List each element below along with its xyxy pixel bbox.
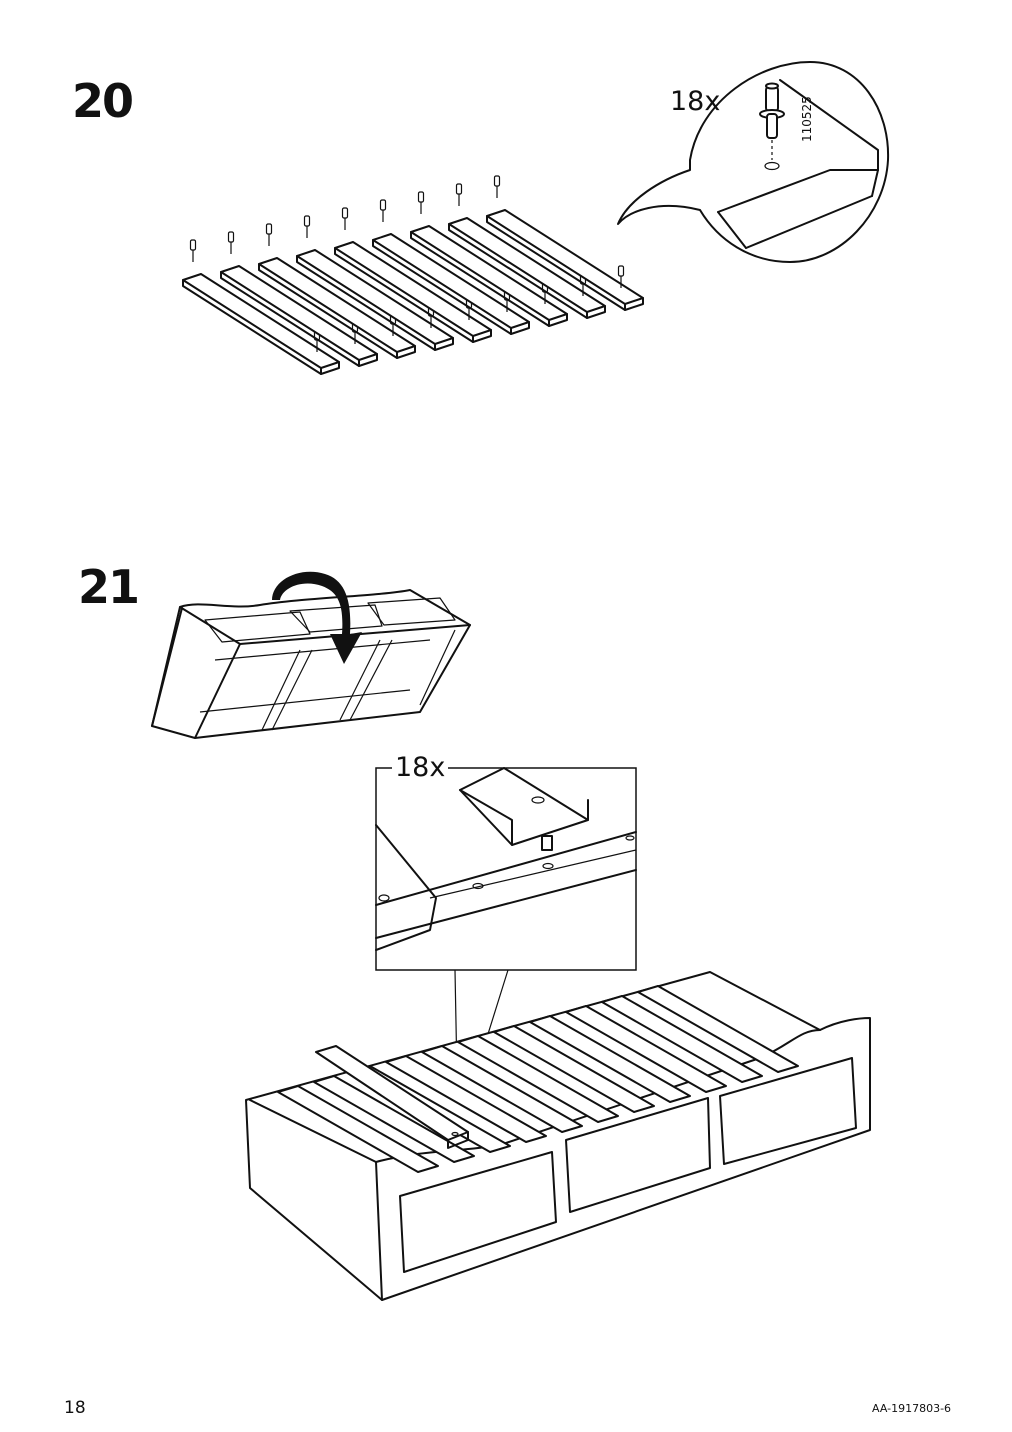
dowel-icon	[341, 207, 349, 230]
wooden-slat-icon	[448, 217, 606, 319]
dowel-icon	[493, 175, 501, 198]
dowel-icon	[617, 265, 625, 288]
wooden-slat-icon	[334, 241, 492, 343]
wooden-slat-icon	[637, 985, 799, 1073]
part-number-label: 110525	[800, 96, 814, 142]
dowel-quantity-label: 18x	[670, 86, 721, 117]
flip-arrow-icon	[272, 571, 362, 664]
wooden-slat-icon	[277, 1085, 439, 1173]
dowel-icon	[379, 199, 387, 222]
wooden-slat-icon	[529, 1015, 691, 1103]
wooden-slat-icon	[421, 1045, 583, 1133]
dowel-icon	[265, 223, 273, 246]
step-number-21: 21	[78, 560, 140, 614]
dowel-icon	[227, 231, 235, 254]
wooden-slat-icon	[410, 225, 568, 327]
wooden-slat-icon	[565, 1005, 727, 1093]
page-number: 18	[64, 1398, 86, 1418]
slats-with-dowels-illustration	[182, 175, 644, 375]
wooden-slat-icon	[385, 1055, 547, 1143]
flip-frame-illustration	[151, 589, 471, 739]
wooden-slat-icon	[601, 995, 763, 1083]
wooden-slat-icon	[296, 249, 454, 351]
wooden-slat-icon	[493, 1025, 655, 1113]
wooden-slat-icon	[457, 1035, 619, 1123]
wooden-slat-icon	[220, 265, 378, 367]
bed-frame-icon	[245, 971, 871, 1301]
dowel-icon	[455, 183, 463, 206]
wooden-slat-icon	[182, 273, 340, 375]
dowel-detail-callout-icon	[617, 61, 890, 263]
dowel-icon	[189, 239, 197, 262]
dowel-icon	[303, 215, 311, 238]
document-id: AA-1917803-6	[872, 1402, 952, 1415]
wooden-slat-icon	[486, 209, 644, 311]
wooden-slat-icon	[313, 1075, 475, 1163]
wooden-slat-icon	[372, 233, 530, 335]
dowel-icon	[417, 191, 425, 214]
wooden-slat-icon	[258, 257, 416, 359]
slat-quantity-label: 18x	[392, 752, 449, 783]
step-number-20: 20	[72, 74, 134, 128]
slat-placement-detail-icon	[375, 767, 637, 1131]
dowel-icon	[759, 82, 785, 139]
